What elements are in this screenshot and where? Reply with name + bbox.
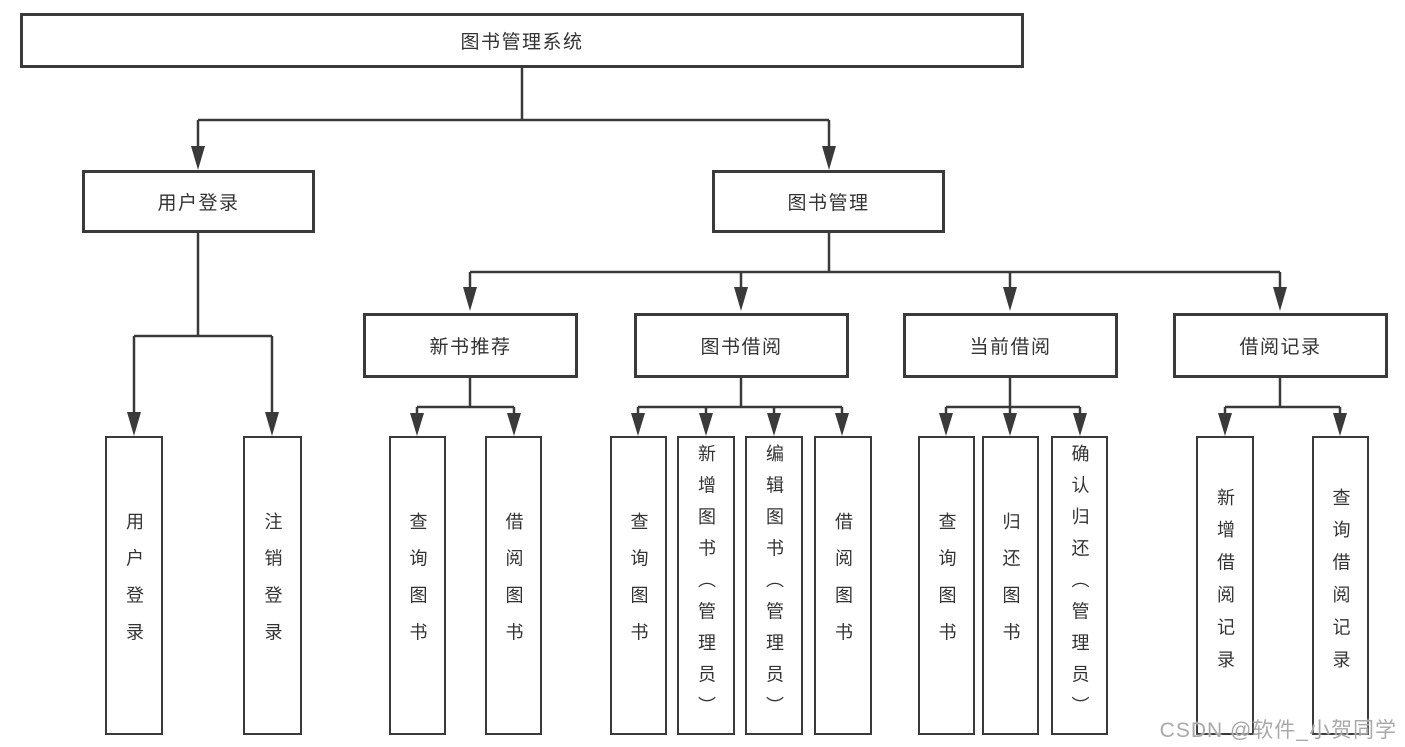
arrow-down-icon <box>1003 413 1017 436</box>
connector-line <box>415 377 516 416</box>
connector-line <box>196 66 831 150</box>
node-leaf-logout-action: 注销登录 <box>243 436 302 735</box>
node-leaf-query-books-borrow: 查询图书 <box>610 436 667 735</box>
node-leaf-label: 编辑图书（管理员） <box>764 443 784 728</box>
node-leaf-edit-books-admin: 编辑图书（管理员） <box>745 436 803 735</box>
arrow-down-icon <box>939 413 953 436</box>
node-root-label: 图书管理系统 <box>460 32 584 53</box>
node-leaf-label: 新增借阅记录 <box>1215 488 1235 683</box>
node-leaf-label: 归还图书 <box>1000 511 1021 660</box>
arrow-down-icon <box>265 412 279 436</box>
node-leaf-query-borrow-record: 查询借阅记录 <box>1312 436 1369 735</box>
arrow-down-icon <box>191 146 205 170</box>
watermark: CSDN @软件_小贺同学 <box>1159 719 1397 742</box>
connector-user-login-branch <box>127 232 279 436</box>
node-leaf-label: 查询图书 <box>407 511 428 660</box>
node-book-management-label: 图书管理 <box>787 193 870 214</box>
arrow-down-icon <box>699 413 713 436</box>
connector-current-borrow-branch <box>939 377 1087 436</box>
connector-line <box>1223 377 1342 416</box>
node-new-book-recommend-label: 新书推荐 <box>429 337 512 358</box>
arrow-down-icon <box>1333 413 1347 436</box>
node-leaf-label: 注销登录 <box>262 511 283 660</box>
node-leaf-borrow-books-recommend: 借阅图书 <box>485 436 542 735</box>
arrow-down-icon <box>767 413 781 436</box>
arrow-down-icon <box>1218 413 1232 436</box>
connector-line <box>468 233 1282 290</box>
arrow-down-icon <box>1003 287 1017 311</box>
node-current-borrow-label: 当前借阅 <box>969 337 1052 358</box>
node-new-book-recommend: 新书推荐 <box>363 313 578 378</box>
connector-line <box>132 232 274 416</box>
node-leaf-borrow-books: 借阅图书 <box>814 436 872 735</box>
connector-new-book-recommend-branch <box>410 377 521 436</box>
arrow-down-icon <box>822 146 836 170</box>
node-book-borrow-label: 图书借阅 <box>700 337 783 358</box>
node-leaf-add-borrow-record: 新增借阅记录 <box>1196 436 1254 735</box>
node-leaf-confirm-return-admin: 确认归还（管理员） <box>1051 436 1108 735</box>
connector-borrow-records-branch <box>1218 377 1347 436</box>
node-leaf-label: 确认归还（管理员） <box>1069 443 1090 728</box>
node-leaf-label: 借阅图书 <box>503 511 524 660</box>
node-borrow-records-label: 借阅记录 <box>1239 337 1322 358</box>
node-current-borrow: 当前借阅 <box>903 313 1118 378</box>
arrow-down-icon <box>1273 287 1287 311</box>
node-user-login-label: 用户登录 <box>157 193 240 214</box>
connector-book-borrow-branch <box>631 377 849 436</box>
node-book-management: 图书管理 <box>712 170 945 233</box>
node-leaf-label: 查询借阅记录 <box>1330 488 1351 683</box>
connector-book-management-branch <box>463 233 1287 311</box>
arrow-down-icon <box>463 287 477 311</box>
arrow-down-icon <box>734 287 748 311</box>
node-leaf-query-books-current: 查询图书 <box>918 436 975 735</box>
arrow-down-icon <box>835 413 849 436</box>
node-leaf-user-login-action: 用户登录 <box>105 436 163 735</box>
arrow-down-icon <box>631 413 645 436</box>
node-borrow-records: 借阅记录 <box>1173 313 1388 378</box>
node-book-borrow: 图书借阅 <box>634 313 849 378</box>
arrow-down-icon <box>507 413 521 436</box>
arrow-down-icon <box>1073 413 1087 436</box>
arrow-down-icon <box>127 412 141 436</box>
connector-line <box>944 377 1082 416</box>
node-leaf-add-books-admin: 新增图书（管理员） <box>677 436 735 735</box>
node-leaf-label: 用户登录 <box>124 511 144 660</box>
node-leaf-label: 借阅图书 <box>833 511 853 660</box>
node-leaf-label: 查询图书 <box>628 511 649 660</box>
node-leaf-label: 查询图书 <box>936 511 957 660</box>
connector-root-branch <box>191 66 836 170</box>
node-leaf-query-books-recommend: 查询图书 <box>389 436 446 735</box>
arrow-down-icon <box>410 413 424 436</box>
node-root: 图书管理系统 <box>20 13 1024 68</box>
node-user-login: 用户登录 <box>82 170 315 233</box>
node-leaf-label: 新增图书（管理员） <box>696 443 716 728</box>
connector-line <box>636 377 844 416</box>
node-leaf-return-books: 归还图书 <box>982 436 1039 735</box>
